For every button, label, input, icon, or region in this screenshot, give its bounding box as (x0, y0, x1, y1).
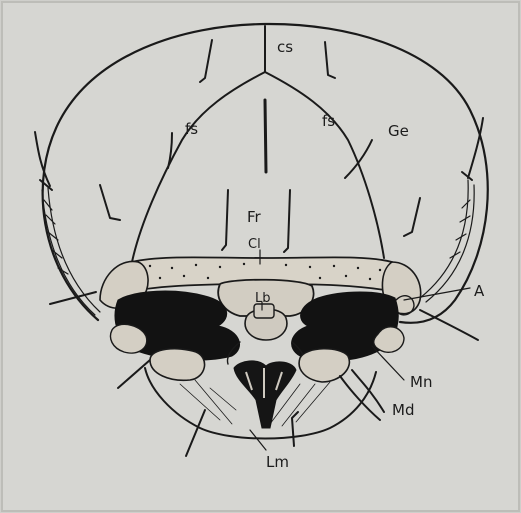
label-lb: Lb (255, 291, 271, 306)
label-md: Md (392, 401, 414, 419)
label-cl: Cl (248, 237, 261, 252)
label-fs-right: fs (322, 112, 335, 130)
label-lm: Lm (266, 453, 289, 471)
label-fs-left: fs (185, 120, 198, 138)
label-cs: cs (277, 38, 293, 56)
frons-median-line (265, 100, 266, 172)
label-mn: Mn (410, 373, 432, 391)
label-a: A (474, 282, 485, 300)
label-ge: Ge (388, 122, 409, 140)
epipharynx-plate (254, 304, 274, 318)
label-fr: Fr (247, 208, 262, 226)
